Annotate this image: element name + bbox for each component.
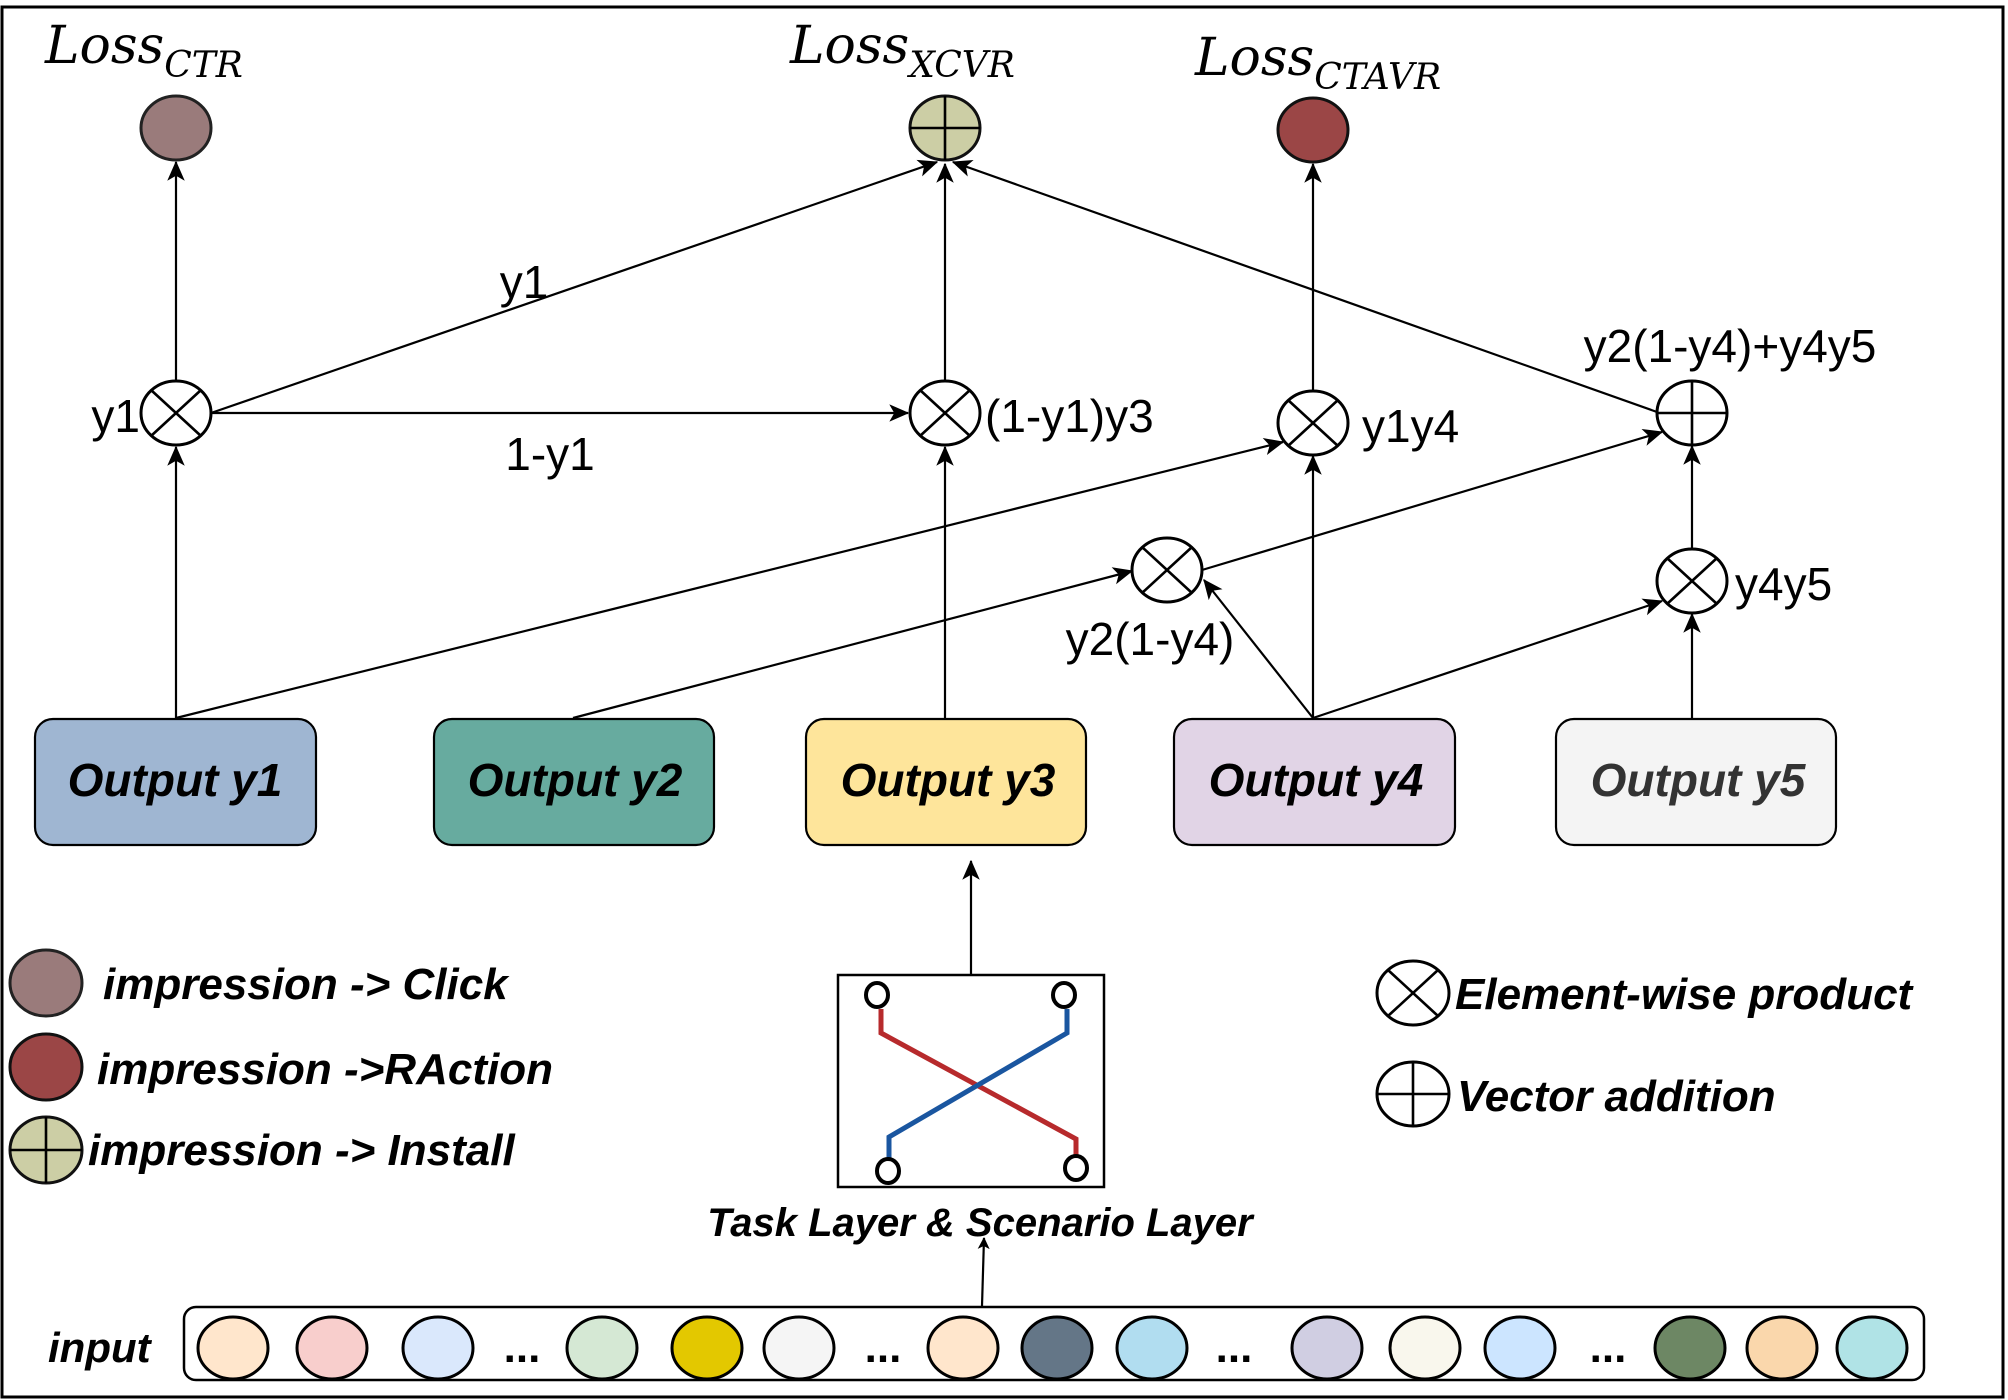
output-y5-label: Output y5: [1591, 754, 1807, 806]
output-y4-label: Output y4: [1209, 754, 1424, 806]
input-ellipsis: ...: [1216, 1323, 1253, 1372]
op-y1y4-label: y1y4: [1362, 400, 1459, 452]
loss-ctavr: LossCTAVR: [1194, 28, 1441, 164]
legend-item-install: impression -> Install: [8, 1115, 515, 1185]
legend-addition-label: Vector addition: [1457, 1072, 1776, 1121]
legend-click-label: impression -> Click: [103, 960, 510, 1009]
edge-y4box-to-y4y5: [1312, 598, 1664, 720]
input-feature-circle: [565, 1315, 639, 1381]
loss-ctavr-main: Loss: [1194, 28, 1314, 88]
edge-y1box-to-y1y4: [175, 438, 1285, 720]
op-y1-node: y1: [91, 379, 213, 447]
edge-sum-to-xcvr: [951, 160, 1658, 414]
output-y5-box: Output y5: [1554, 717, 1838, 847]
task-port-bottom-left: [875, 1157, 901, 1185]
loss-ctr: LossCTR: [44, 16, 243, 162]
op-sum-label: y2(1-y4)+y4y5: [1584, 320, 1877, 372]
input-feature-circle: [1653, 1315, 1727, 1381]
input-feature-circle: [401, 1315, 475, 1381]
op-1y1y3-node: (1-y1)y3: [908, 379, 1154, 447]
figure-frame: [0, 5, 2005, 1399]
input-features: ............: [196, 1315, 1909, 1381]
op-1y1y3-label: (1-y1)y3: [985, 390, 1154, 442]
loss-ctavr-sub: CTAVR: [1314, 57, 1441, 98]
output-y3-box: Output y3: [804, 717, 1088, 847]
task-port-top-right: [1051, 981, 1077, 1009]
op-y21y4-node: y2(1-y4): [1066, 536, 1235, 665]
input-feature-circle: [1290, 1315, 1364, 1381]
loss-xcvr-sub: XCVR: [906, 45, 1015, 86]
edge-input-to-task: [977, 1237, 990, 1307]
output-y3-label: Output y3: [841, 754, 1056, 806]
input-feature-circle: [762, 1315, 836, 1381]
op-sum-node: y2(1-y4)+y4y5: [1584, 320, 1877, 447]
input-feature-circle: [926, 1315, 1000, 1381]
op-y1-label: y1: [91, 390, 140, 442]
task-layer-label: Task Layer & Scenario Layer: [707, 1201, 1255, 1245]
task-port-top-left: [864, 981, 890, 1009]
loss-ctavr-circle: [1276, 96, 1350, 164]
output-y4-box: Output y4: [1172, 717, 1457, 847]
input-feature-circle: [1745, 1315, 1819, 1381]
edge-y2box-to-y21y4: [572, 567, 1134, 720]
svg-text:LossXCVR: LossXCVR: [789, 16, 1015, 86]
legend-raction-label: impression ->RAction: [97, 1045, 553, 1094]
input-ellipsis: ...: [504, 1323, 541, 1372]
loss-xcvr: LossXCVR: [789, 16, 1015, 162]
edge-y21y4-to-sum: [1201, 429, 1664, 572]
output-y1-box: Output y1: [33, 717, 318, 847]
op-y4y5-label: y4y5: [1735, 558, 1832, 610]
svg-text:LossCTR: LossCTR: [44, 16, 243, 86]
edge-label-y1: y1: [500, 256, 549, 308]
task-blue-path: [886, 1009, 1070, 1160]
input-feature-circle: [196, 1315, 270, 1381]
input-label: input: [48, 1324, 153, 1371]
legend-item-raction: impression ->RAction: [8, 1032, 553, 1102]
legend-right: Element-wise product Vector addition: [1375, 959, 1915, 1128]
op-y4y5-node: y4y5: [1655, 547, 1832, 615]
task-port-bottom-right: [1063, 1154, 1089, 1182]
edge-label-1-y1: 1-y1: [505, 428, 594, 480]
input-ellipsis: ...: [865, 1323, 902, 1372]
input-ellipsis: ...: [1590, 1323, 1627, 1372]
svg-text:LossCTAVR: LossCTAVR: [1194, 28, 1441, 98]
edge-y4box-to-y21y4: [1203, 579, 1314, 719]
input-row: input ............: [48, 1305, 1926, 1382]
loss-ctr-main: Loss: [44, 16, 164, 76]
legend-raction-swatch: [8, 1032, 84, 1102]
legend-item-click: impression -> Click: [8, 948, 510, 1018]
edges: [167, 159, 1701, 1307]
legend-install-label: impression -> Install: [88, 1126, 515, 1175]
output-y2-label: Output y2: [468, 754, 683, 806]
legend-click-swatch: [8, 948, 84, 1018]
task-scenario-layer: Task Layer & Scenario Layer: [707, 973, 1255, 1245]
edge-y1node-to-xcvr: [210, 159, 939, 415]
output-y2-box: Output y2: [432, 717, 716, 847]
loss-ctr-circle: [139, 94, 213, 162]
output-boxes: Output y1 Output y2 Output y3 Output y4 …: [33, 717, 1838, 847]
legend-item-product: Element-wise product: [1375, 959, 1915, 1027]
legend-item-addition: Vector addition: [1375, 1060, 1776, 1128]
input-feature-circle: [670, 1315, 744, 1381]
input-feature-circle: [295, 1315, 369, 1381]
legend-left: impression -> Click impression ->RAction…: [8, 948, 553, 1185]
output-y1-label: Output y1: [68, 754, 283, 806]
input-feature-circle: [1115, 1315, 1189, 1381]
input-feature-circle: [1020, 1315, 1094, 1381]
loss-xcvr-main: Loss: [789, 16, 909, 76]
legend-product-label: Element-wise product: [1455, 970, 1915, 1019]
op-y21y4-label: y2(1-y4): [1066, 613, 1235, 665]
input-feature-circle: [1388, 1315, 1462, 1381]
input-feature-circle: [1483, 1315, 1557, 1381]
input-feature-circle: [1835, 1315, 1909, 1381]
op-y1y4-node: y1y4: [1276, 389, 1459, 457]
loss-ctr-sub: CTR: [164, 45, 243, 86]
